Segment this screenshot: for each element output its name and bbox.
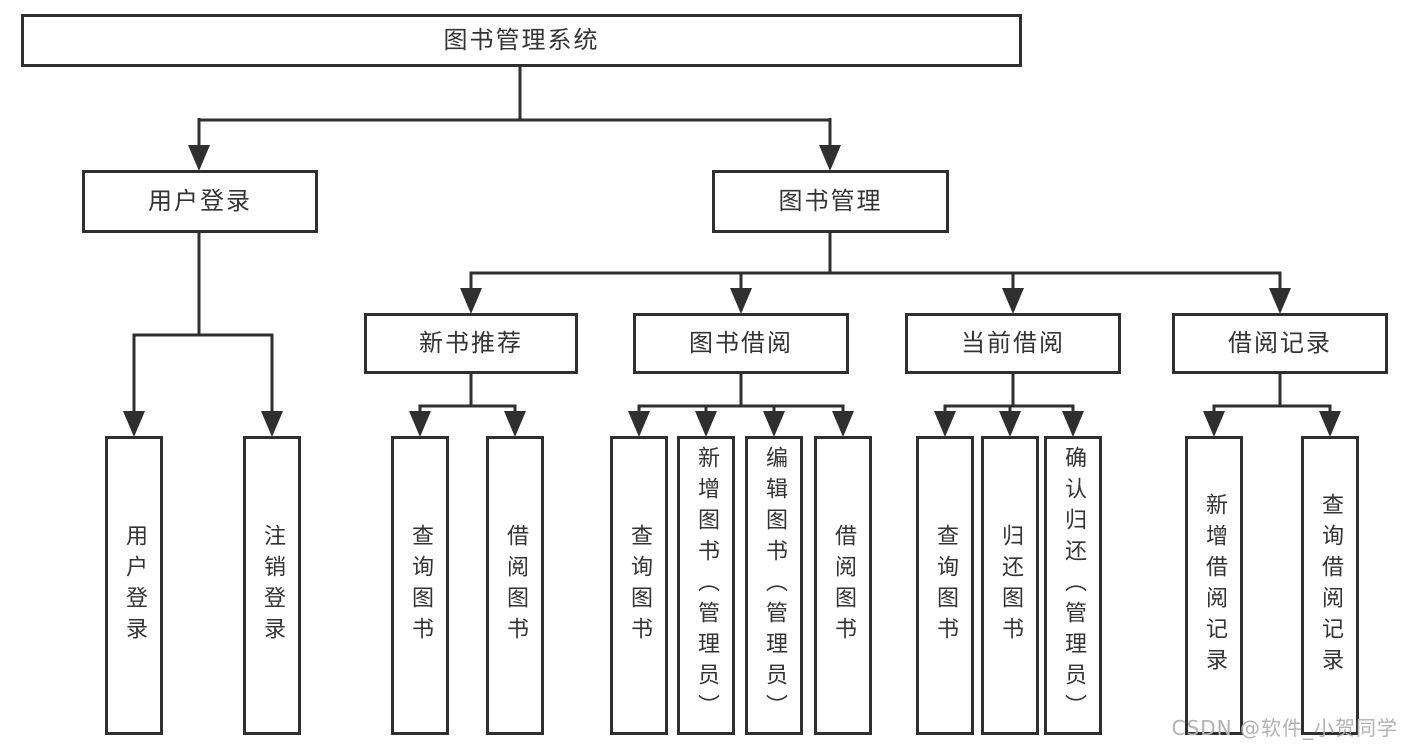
- node-label: 查询图书: [627, 523, 652, 648]
- node-user-login: 用户登录: [82, 170, 318, 233]
- node-label: 借阅记录: [1228, 329, 1332, 358]
- leaf-borrowing-query-books: 查询图书: [610, 436, 668, 735]
- node-book-management: 图书管理: [712, 170, 949, 233]
- arrow-down-icon: [1062, 411, 1084, 437]
- arrow-down-icon: [1002, 288, 1024, 314]
- node-label: 图书借阅: [689, 329, 793, 358]
- leaf-current-confirm-return-admin: 确认归还（管理员）: [1044, 436, 1102, 735]
- node-label: 查询图书: [933, 523, 958, 648]
- arrow-down-icon: [695, 411, 717, 437]
- node-label: 借阅图书: [503, 523, 528, 648]
- arrow-down-icon: [409, 411, 431, 437]
- leaf-logout: 注销登录: [243, 436, 301, 735]
- leaf-recommend-query-books: 查询图书: [391, 436, 449, 735]
- node-library-system: 图书管理系统: [21, 14, 1022, 67]
- arrow-down-icon: [628, 411, 650, 437]
- node-book-borrowing: 图书借阅: [633, 313, 849, 374]
- node-label: 图书管理系统: [443, 26, 600, 55]
- node-label: 新增借阅记录: [1202, 492, 1227, 679]
- leaf-recommend-borrow-books: 借阅图书: [486, 436, 544, 735]
- node-label: 注销登录: [260, 523, 285, 648]
- node-label: 归还图书: [998, 523, 1023, 648]
- node-label: 编辑图书（管理员）: [762, 446, 787, 725]
- node-label: 新增图书（管理员）: [694, 446, 719, 725]
- node-label: 当前借阅: [961, 329, 1065, 358]
- node-borrowing-records: 借阅记录: [1172, 313, 1388, 374]
- leaf-current-query-books: 查询图书: [916, 436, 974, 735]
- node-label: 查询借阅记录: [1318, 492, 1343, 679]
- arrow-down-icon: [123, 411, 145, 437]
- leaf-borrowing-borrow-books: 借阅图书: [814, 436, 872, 735]
- node-label: 确认归还（管理员）: [1061, 446, 1086, 725]
- arrow-down-icon: [730, 288, 752, 314]
- arrow-down-icon: [1203, 411, 1225, 437]
- arrow-down-icon: [819, 145, 841, 171]
- node-label: 查询图书: [408, 523, 433, 648]
- csdn-watermark: CSDN @软件_小贺同学: [1171, 716, 1398, 740]
- arrowheads: [123, 145, 1341, 437]
- arrow-down-icon: [188, 145, 210, 171]
- node-label: 图书管理: [778, 187, 883, 216]
- leaf-borrowing-add-books-admin: 新增图书（管理员）: [677, 436, 735, 735]
- node-label: 用户登录: [148, 187, 252, 216]
- arrow-down-icon: [832, 411, 854, 437]
- leaf-user-login: 用户登录: [105, 436, 163, 735]
- connector-path: [132, 67, 1332, 413]
- arrow-down-icon: [261, 411, 283, 437]
- arrow-down-icon: [1269, 288, 1291, 314]
- arrow-down-icon: [763, 411, 785, 437]
- node-label: 用户登录: [122, 523, 147, 648]
- arrow-down-icon: [1319, 411, 1341, 437]
- node-new-book-recommend: 新书推荐: [364, 313, 578, 374]
- node-label: 借阅图书: [831, 523, 856, 648]
- arrow-down-icon: [504, 411, 526, 437]
- arrow-down-icon: [460, 288, 482, 314]
- arrow-down-icon: [934, 411, 956, 437]
- node-current-borrowing: 当前借阅: [905, 313, 1121, 374]
- node-label: 新书推荐: [419, 329, 523, 358]
- leaf-records-query-borrow-record: 查询借阅记录: [1301, 436, 1359, 735]
- arrow-down-icon: [999, 411, 1021, 437]
- leaf-current-return-books: 归还图书: [981, 436, 1039, 735]
- leaf-borrowing-edit-books-admin: 编辑图书（管理员）: [745, 436, 803, 735]
- leaf-records-add-borrow-record: 新增借阅记录: [1185, 436, 1243, 735]
